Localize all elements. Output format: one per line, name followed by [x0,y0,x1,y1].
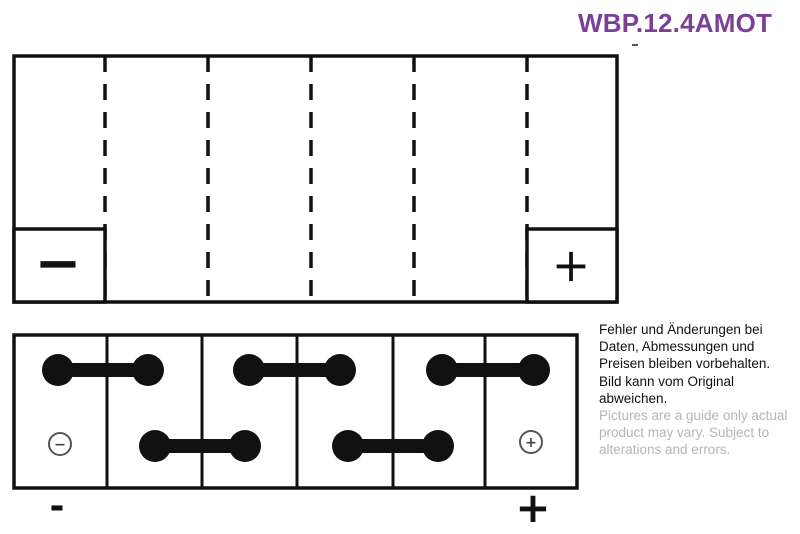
cell-connector [233,354,356,386]
cell-connector [426,354,550,386]
positive-terminal-symbol: + [552,238,591,292]
model-tick-mark [632,44,638,46]
negative-terminal-box [12,227,107,304]
battery-top-view: − + [12,54,619,304]
cell-connector [332,430,454,462]
negative-terminal-symbol: − [35,231,82,296]
top-view-outline [12,54,619,304]
product-model-code: WBP.12.4AMOT [578,8,773,38]
positive-terminal-marker: + [519,430,543,454]
disclaimer-german: Fehler und Änderungen bei Daten, Abmessu… [599,322,771,406]
negative-terminal-glyph: − [54,437,66,453]
cell-connector [42,354,164,386]
negative-terminal-marker: − [48,432,72,456]
positive-terminal-glyph: + [525,435,537,451]
cell-connector [139,430,261,462]
negative-polarity-label: - [50,486,65,527]
positive-terminal-box [525,227,619,304]
disclaimer-english: Pictures are a guide only actual product… [599,408,788,458]
cell-layout-view: − + - + [12,333,579,532]
disclaimer-note: Fehler und Änderungen bei Daten, Abmessu… [599,321,795,459]
positive-polarity-label: + [515,483,550,532]
